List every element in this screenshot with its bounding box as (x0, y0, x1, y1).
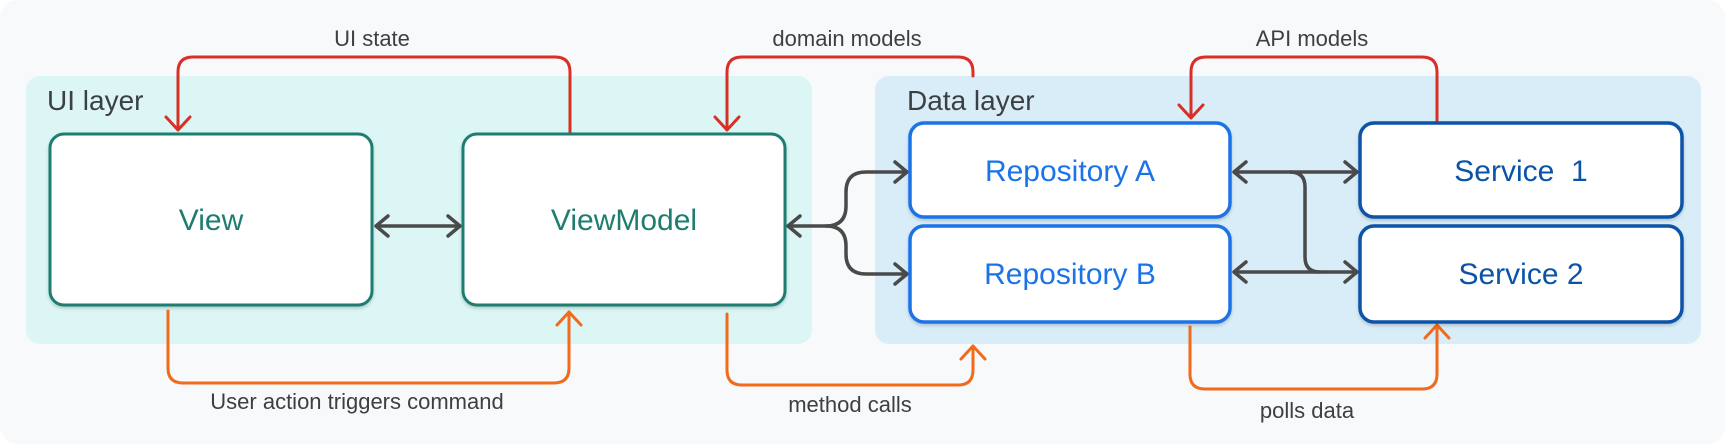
user-action-arrow (166, 309, 583, 385)
ui-state-label: UI state (334, 26, 410, 51)
repository-a-node: Repository A (908, 121, 1232, 219)
data-layer-title: Data layer (907, 85, 1035, 116)
view-node: View (48, 132, 374, 307)
viewmodel-node: ViewModel (461, 132, 787, 307)
viewmodel-node-label: ViewModel (551, 204, 697, 237)
api-models-label: API models (1256, 26, 1369, 51)
viewmodel-repositories-connector (786, 160, 909, 286)
view-node-label: View (179, 204, 244, 237)
service-1-label: Service 1 (1454, 155, 1587, 188)
repository-a-label: Repository A (985, 155, 1155, 188)
method-calls-label: method calls (788, 392, 912, 417)
service-2-node: Service 2 (1358, 224, 1684, 324)
domain-models-label: domain models (772, 26, 921, 51)
polls-data-label: polls data (1260, 398, 1355, 423)
domain-models-arrow (713, 55, 975, 132)
api-models-arrow (1177, 55, 1439, 124)
repository-b-label: Repository B (984, 258, 1156, 291)
method-calls-arrow (725, 312, 987, 387)
repository-b-node: Repository B (908, 224, 1232, 324)
ui-layer-title: UI layer (47, 85, 143, 116)
ui-state-arrow (164, 55, 572, 135)
user-action-label: User action triggers command (210, 389, 503, 414)
polls-data-arrow (1188, 323, 1451, 391)
view-viewmodel-connector (374, 214, 462, 238)
repositories-services-connector (1232, 160, 1359, 284)
service-1-node: Service 1 (1358, 121, 1684, 219)
service-2-label: Service 2 (1458, 258, 1583, 291)
